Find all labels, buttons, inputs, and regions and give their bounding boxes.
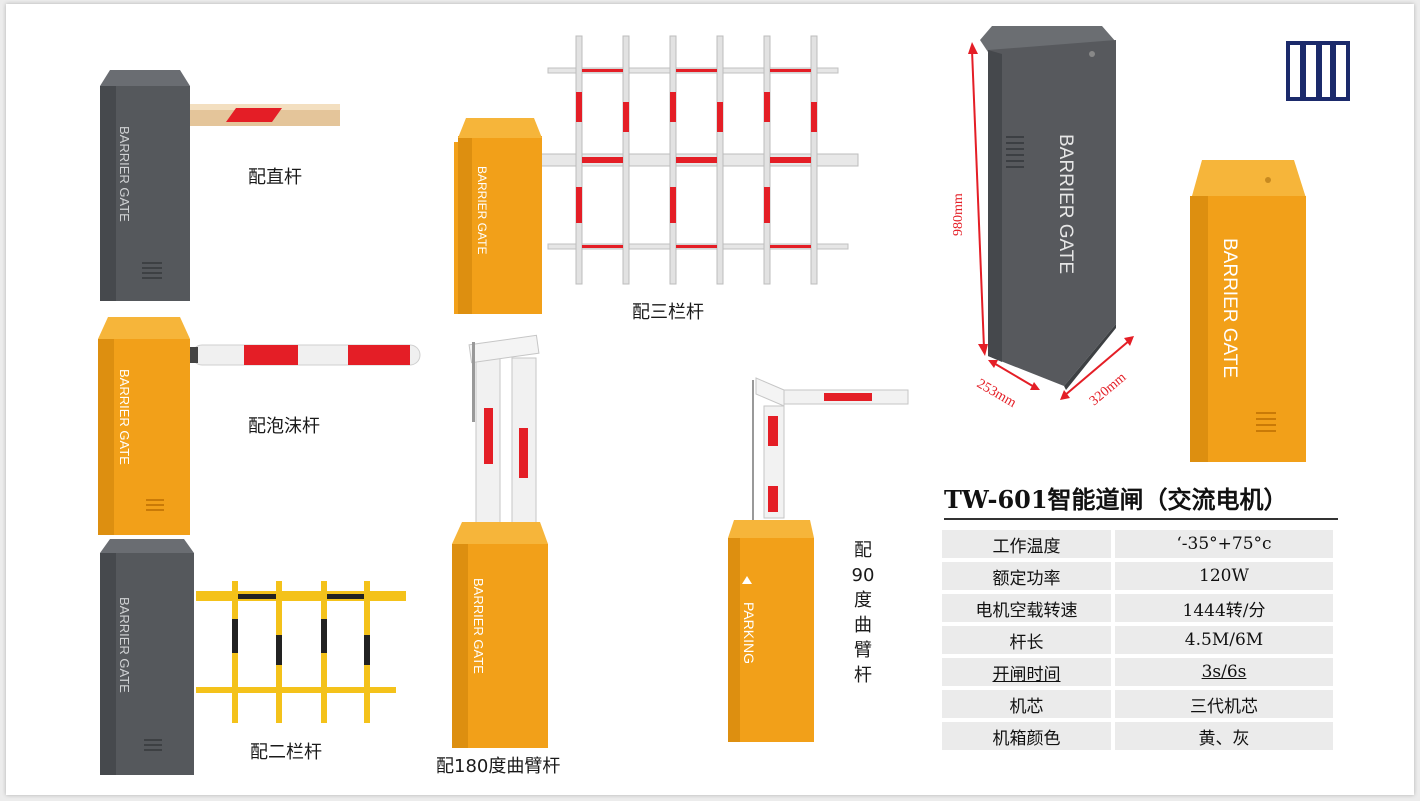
spec-label: 开闸时间 — [942, 658, 1111, 686]
slide: BARRIER GATE 配直杆 BARRIER GATE 配泡沫杆 BARRI… — [6, 4, 1414, 795]
gray-barrier-straight-arm: BARRIER GATE — [100, 70, 340, 301]
spec-value: 120W — [1115, 562, 1333, 590]
spec-value: 黄、灰 — [1115, 722, 1333, 750]
spec-row: 工作温度‘-35°+75°c — [942, 530, 1333, 558]
caption-curve180: 配180度曲臂杆 — [436, 756, 561, 777]
caption-two-bar: 配二栏杆 — [250, 742, 322, 763]
spec-value: 3s/6s — [1115, 658, 1333, 686]
cabinet-label: BARRIER GATE — [117, 126, 132, 222]
spec-label: 工作温度 — [942, 530, 1111, 558]
caption-straight: 配直杆 — [248, 167, 302, 188]
dimension-depth: 253mm — [974, 376, 1019, 410]
cabinet-label: PARKING — [741, 602, 757, 664]
orange-barrier-foam-arm: BARRIER GATE — [98, 317, 421, 535]
dimension-width: 320mm — [1087, 370, 1129, 409]
gray-barrier-two-bar-arm: BARRIER GATE — [100, 539, 406, 775]
spec-label: 电机空载转速 — [942, 594, 1111, 622]
spec-label: 机芯 — [942, 690, 1111, 718]
arrow-up-icon — [742, 576, 752, 584]
cabinet-label: BARRIER GATE — [1055, 134, 1076, 274]
orange-cabinet-right: BARRIER GATE — [1190, 160, 1306, 462]
caption-curve90: 配90度曲臂杆 — [851, 540, 875, 686]
caption-foam: 配泡沫杆 — [248, 416, 320, 437]
spec-value: 1444转/分 — [1115, 594, 1333, 622]
orange-barrier-180-curve-arm: BARRIER GATE — [452, 334, 548, 748]
spec-label: 机箱颜色 — [942, 722, 1111, 750]
orange-barrier-three-bar-arm: BARRIER GATE — [454, 35, 859, 314]
dimension-height: 980mm — [951, 193, 966, 236]
cabinet-label: BARRIER GATE — [471, 578, 486, 674]
spec-value: ‘-35°+75°c — [1115, 530, 1333, 558]
spec-row: 机箱颜色黄、灰 — [942, 722, 1333, 750]
spec-title: TW-601智能道闸（交流电机） — [944, 482, 1338, 520]
gray-cabinet-dimension-diagram: BARRIER GATE 980mm 253mm 320mm — [951, 26, 1134, 411]
orange-barrier-90-curve-arm: PARKING — [728, 377, 909, 742]
spec-value: 三代机芯 — [1115, 690, 1333, 718]
company-logo-icon — [1286, 41, 1350, 101]
caption-three-bar: 配三栏杆 — [632, 302, 704, 323]
spec-row: 机芯三代机芯 — [942, 690, 1333, 718]
cabinet-label: BARRIER GATE — [475, 166, 489, 254]
cabinet-label: BARRIER GATE — [117, 597, 132, 693]
spec-value: 4.5M/6M — [1115, 626, 1333, 654]
spec-label: 额定功率 — [942, 562, 1111, 590]
cabinet-label: BARRIER GATE — [1219, 238, 1240, 378]
spec-label: 杆长 — [942, 626, 1111, 654]
cabinet-label: BARRIER GATE — [117, 369, 132, 465]
